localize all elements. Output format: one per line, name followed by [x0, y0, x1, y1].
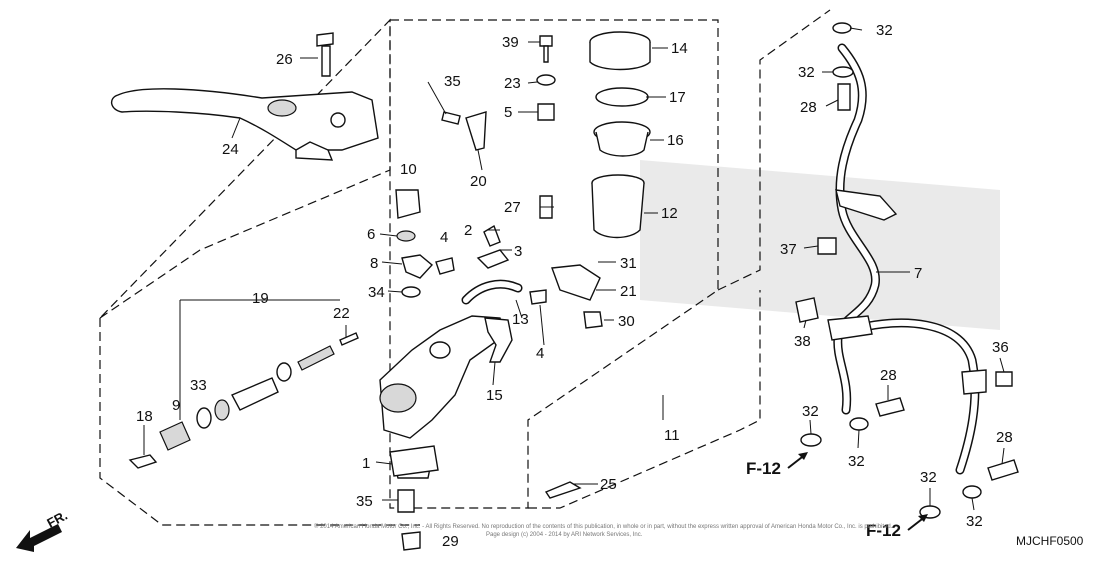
callout-34: 34 [368, 284, 385, 301]
clip-20 [465, 111, 487, 151]
front-label: FR. [44, 508, 70, 531]
joint-3 [476, 249, 510, 269]
callout-38: 38 [794, 333, 811, 350]
bracket-21 [551, 264, 601, 301]
screw-35-top [441, 111, 461, 125]
callout-11: 11 [664, 427, 680, 444]
callout-13: 13 [512, 311, 529, 328]
callout-28-a: 28 [800, 99, 817, 116]
callout-36: 36 [992, 339, 1009, 356]
screw-35-bottom [397, 489, 415, 513]
callout-39: 39 [502, 34, 519, 51]
callout-22: 22 [333, 305, 350, 322]
callout-32-e: 32 [920, 469, 937, 486]
callout-28-b: 28 [880, 367, 897, 384]
callout-26: 26 [276, 51, 293, 68]
callout-28-c: 28 [996, 429, 1013, 446]
callout-18: 18 [136, 408, 153, 425]
callout-4-lower: 4 [536, 345, 544, 362]
callout-32-c: 32 [802, 403, 819, 420]
ref-f12-left[interactable]: F-12 [746, 459, 781, 478]
bolt-25 [544, 481, 582, 499]
callouts: 26 24 35 20 39 23 5 14 17 16 12 10 27 2 … [136, 22, 1013, 550]
callout-4-upper: 4 [440, 229, 448, 246]
master-cylinder-assembly-box [389, 19, 719, 509]
callout-33: 33 [190, 377, 207, 394]
nut-29 [401, 531, 421, 551]
callout-15: 15 [486, 387, 503, 404]
callout-35-bottom: 35 [356, 493, 373, 510]
cap-stack [536, 35, 556, 121]
callout-32-b: 32 [798, 64, 815, 81]
page-reference-left[interactable]: F-12 [746, 452, 808, 478]
callout-7: 7 [914, 265, 922, 282]
callout-16: 16 [667, 132, 684, 149]
callout-10: 10 [400, 161, 417, 178]
callout-1: 1 [362, 455, 370, 472]
callout-30: 30 [618, 313, 635, 330]
ref-f12-bottom[interactable]: F-12 [866, 521, 901, 540]
piston-kit-box [99, 318, 420, 526]
callout-8: 8 [370, 255, 378, 272]
callout-31: 31 [620, 255, 637, 272]
callout-27: 27 [504, 199, 521, 216]
callout-9: 9 [172, 397, 180, 414]
fluid-reservoir [589, 31, 651, 239]
callout-32-d: 32 [848, 453, 865, 470]
hose-joint [827, 315, 873, 341]
callout-32-f: 32 [966, 513, 983, 530]
hose-clip-b [529, 289, 547, 305]
callout-5: 5 [504, 104, 512, 121]
lever-assembly-box [99, 18, 391, 319]
front-arrow-icon [16, 524, 62, 552]
callout-35-top: 35 [444, 73, 461, 90]
copyright-line-1: © 2014 American Honda Motor Co., Inc. - … [314, 523, 893, 530]
piston-components [128, 332, 359, 469]
callout-25: 25 [600, 476, 617, 493]
pivot-bolt [316, 32, 334, 77]
page-reference-bottom[interactable]: F-12 [866, 514, 928, 540]
lower-box-line [528, 290, 761, 509]
clamp-right [961, 369, 987, 395]
callout-29: 29 [442, 533, 459, 550]
hose-assembly-box [717, 9, 831, 291]
front-direction-indicator: FR. [16, 508, 70, 552]
callout-14: 14 [671, 40, 688, 57]
callout-24: 24 [222, 141, 239, 158]
callout-2: 2 [464, 222, 472, 239]
callout-21: 21 [620, 283, 637, 300]
callout-6: 6 [367, 226, 375, 243]
hose-bracket [835, 189, 898, 221]
hose-clip-a [435, 257, 455, 275]
callout-37: 37 [780, 241, 797, 258]
callout-3: 3 [514, 243, 522, 260]
nut-30 [583, 311, 603, 329]
callout-20: 20 [470, 173, 487, 190]
callout-17: 17 [669, 89, 686, 106]
brake-lever [111, 88, 379, 161]
stop-switch [389, 445, 439, 477]
copyright-line-2: Page design (c) 2004 - 2014 by ARI Netwo… [486, 532, 643, 538]
callout-12: 12 [661, 205, 678, 222]
diagram-code: MJCHF0500 [1016, 534, 1084, 548]
reservoir-fittings [395, 189, 434, 298]
joint-2 [483, 224, 501, 247]
callout-23: 23 [504, 75, 521, 92]
callout-32-a: 32 [876, 22, 893, 39]
brake-hose-right [855, 318, 980, 475]
leader-lines [143, 27, 1005, 511]
callout-19: 19 [252, 290, 269, 307]
